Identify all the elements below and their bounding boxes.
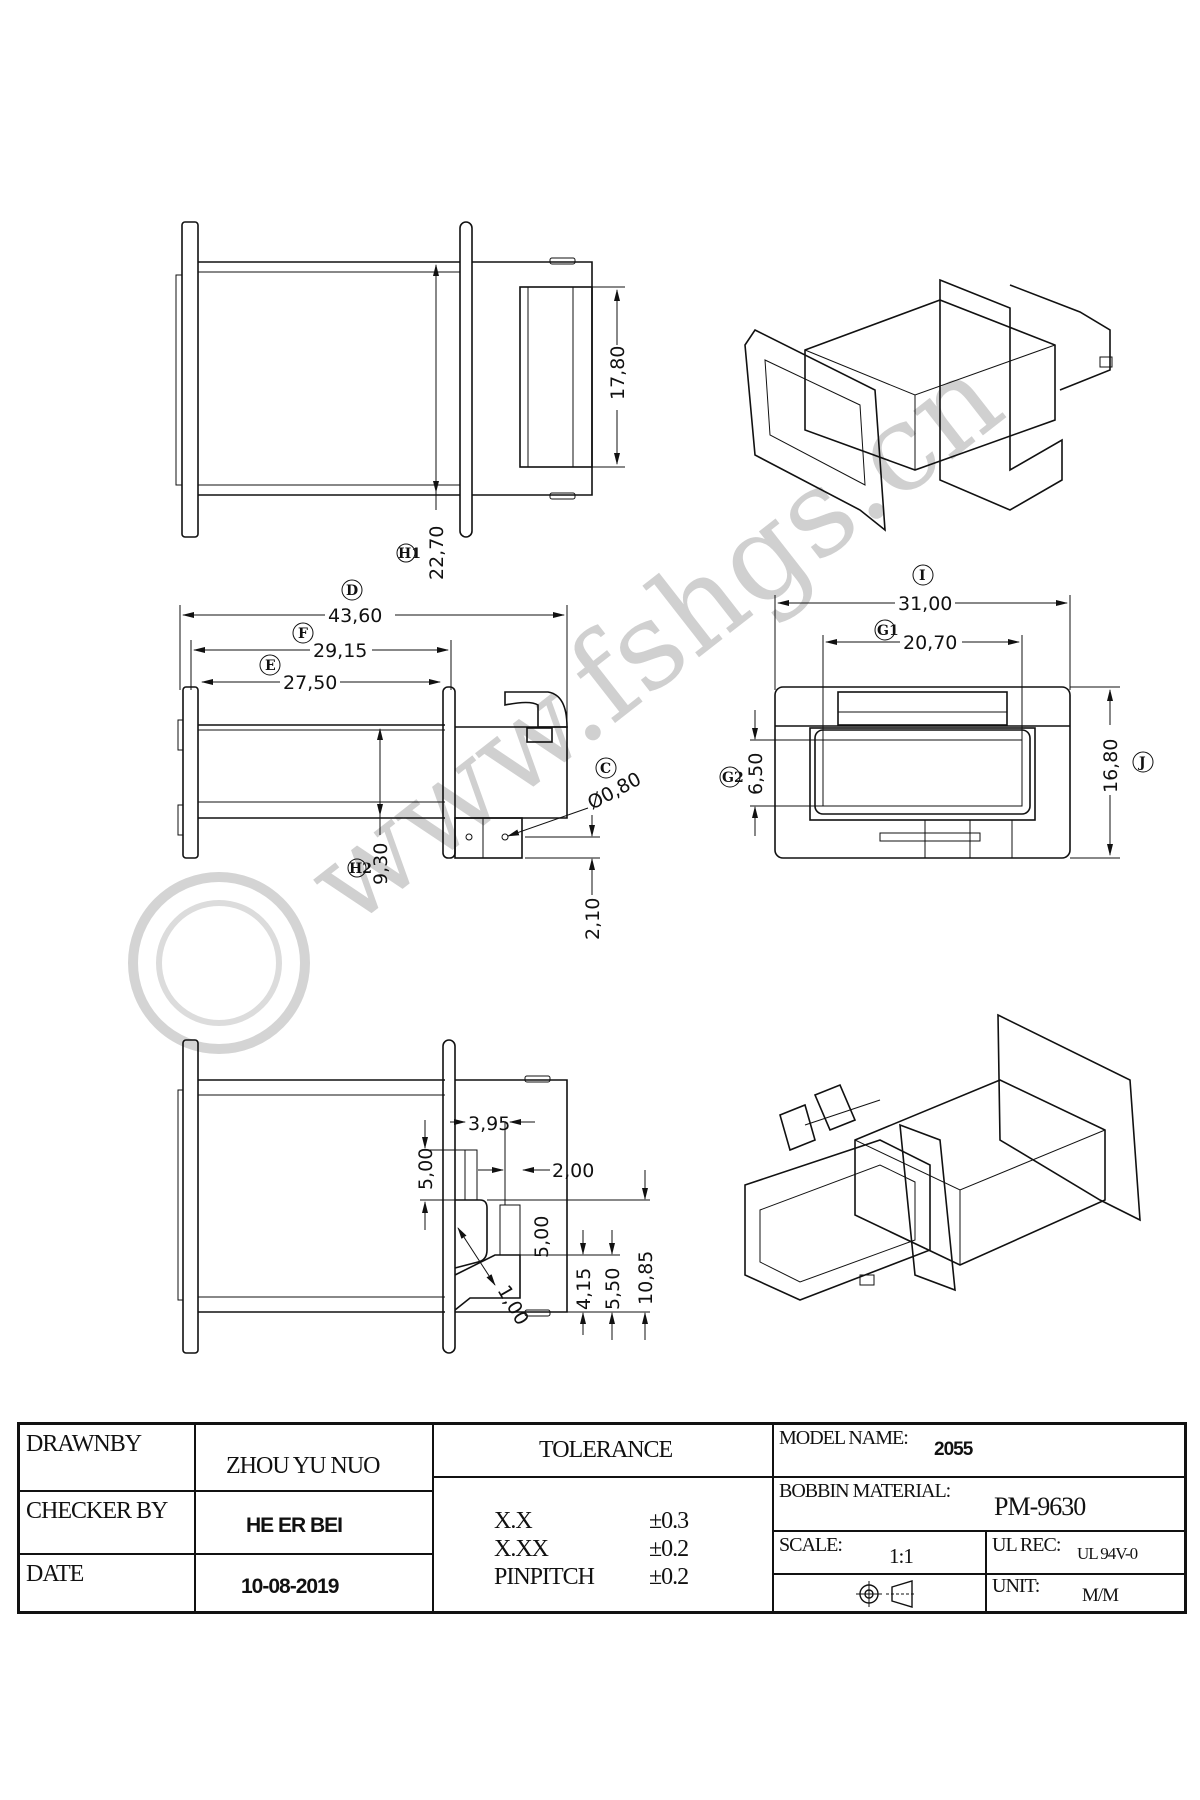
date-label-cell: DATE xyxy=(19,1554,195,1612)
tolerance-name-1: X.X xyxy=(494,1508,533,1534)
watermark: www.fshgs.cn xyxy=(128,328,1027,1054)
drawn-by-cell: ZHOU YU NUO xyxy=(195,1424,433,1491)
tolerance-value-2: ±0.2 xyxy=(649,1536,689,1562)
dim-6-50: 6,50 xyxy=(745,753,767,795)
isometric-view-top xyxy=(744,278,1113,532)
dim-27-50: 27,50 xyxy=(283,672,337,694)
unit-label: UNIT: xyxy=(992,1575,1040,1597)
label-h1: H1 xyxy=(398,546,421,562)
label-g1: G1 xyxy=(877,623,899,639)
dim-4-15: 4,15 xyxy=(573,1268,595,1310)
label-c: C xyxy=(600,761,611,777)
ul-value: UL 94V-0 xyxy=(1077,1544,1138,1563)
dim-5-50: 5,50 xyxy=(602,1268,624,1310)
dim-20-70: 20,70 xyxy=(903,632,957,654)
top-view: 17,80 22,70 H1 xyxy=(175,221,629,580)
title-block: DRAWNBY ZHOU YU NUO CHECKER BY HE ER BEI… xyxy=(17,1422,1187,1614)
end-view: 31,00 I 20,70 G1 6,50 G2 16,80 J xyxy=(719,564,1154,859)
bottom-view: 3,95 5,00 2,00 5,00 4,15 5,50 10,85 1,00 xyxy=(177,1039,657,1354)
label-d: D xyxy=(346,583,358,599)
model-cell: MODEL NAME: 2055 xyxy=(773,1424,1185,1477)
dim-31-00: 31,00 xyxy=(898,593,952,615)
tolerance-header-cell: TOLERANCE xyxy=(433,1424,773,1477)
label-g2: G2 xyxy=(722,770,744,786)
tolerance-label: TOLERANCE xyxy=(539,1437,673,1463)
unit-value: M/M xyxy=(1082,1585,1119,1606)
dim-22-70: 22,70 xyxy=(426,526,448,580)
dim-17-80: 17,80 xyxy=(607,346,629,400)
dim-1-00: 1,00 xyxy=(493,1282,533,1330)
tolerance-value-1: ±0.3 xyxy=(649,1508,689,1534)
material-value: PM-9630 xyxy=(994,1492,1086,1521)
scale-value: 1:1 xyxy=(889,1544,914,1568)
material-label: BOBBIN MATERIAL: xyxy=(779,1480,951,1502)
dim-16-80: 16,80 xyxy=(1100,739,1122,793)
tolerance-cell: X.X ±0.3 X.XX ±0.2 PINPITCH ±0.2 xyxy=(433,1477,773,1612)
third-angle-projection-icon xyxy=(856,1580,916,1608)
date-cell: 10-08-2019 xyxy=(195,1554,433,1612)
projection-cell xyxy=(773,1574,986,1612)
label-i: I xyxy=(919,568,926,584)
checker-value: HE ER BEI xyxy=(246,1514,343,1537)
dim-9-30: 9,30 xyxy=(370,843,392,885)
tolerance-name-2: X.XX xyxy=(494,1536,549,1562)
watermark-logo xyxy=(128,872,310,1054)
date-label: DATE xyxy=(26,1561,84,1587)
ul-cell: UL REC: UL 94V-0 xyxy=(986,1531,1185,1574)
dim-29-15: 29,15 xyxy=(313,640,367,662)
dim-5-00-a: 5,00 xyxy=(415,1148,437,1190)
isometric-view-bottom xyxy=(744,1013,1141,1301)
scale-cell: SCALE: 1:1 xyxy=(773,1531,986,1574)
checker-cell: HE ER BEI xyxy=(195,1491,433,1554)
date-value: 10-08-2019 xyxy=(241,1575,339,1598)
dim-2-10: 2,10 xyxy=(582,898,604,940)
dim-2-00: 2,00 xyxy=(552,1160,594,1182)
checker-label: CHECKER BY xyxy=(26,1498,168,1524)
dim-10-85: 10,85 xyxy=(635,1251,657,1305)
label-e: E xyxy=(265,658,276,674)
label-h2: H2 xyxy=(349,861,372,877)
checker-label-cell: CHECKER BY xyxy=(19,1491,195,1554)
model-label: MODEL NAME: xyxy=(779,1427,909,1449)
dim-5-00-b: 5,00 xyxy=(531,1216,553,1258)
model-value: 2055 xyxy=(934,1439,973,1460)
dim-3-95: 3,95 xyxy=(468,1113,510,1135)
drawn-by-label-cell: DRAWNBY xyxy=(19,1424,195,1491)
drawn-by-label: DRAWNBY xyxy=(26,1431,142,1457)
ul-label: UL REC: xyxy=(992,1534,1061,1556)
tolerance-value-3: ±0.2 xyxy=(649,1564,689,1590)
scale-label: SCALE: xyxy=(779,1534,843,1556)
label-f: F xyxy=(298,626,308,642)
label-j: J xyxy=(1137,755,1146,771)
dim-43-60: 43,60 xyxy=(328,605,382,627)
drawn-by-value: ZHOU YU NUO xyxy=(226,1453,380,1479)
material-cell: BOBBIN MATERIAL: PM-9630 xyxy=(773,1477,1185,1531)
unit-cell: UNIT: M/M xyxy=(986,1574,1185,1612)
tolerance-name-3: PINPITCH xyxy=(494,1564,595,1590)
